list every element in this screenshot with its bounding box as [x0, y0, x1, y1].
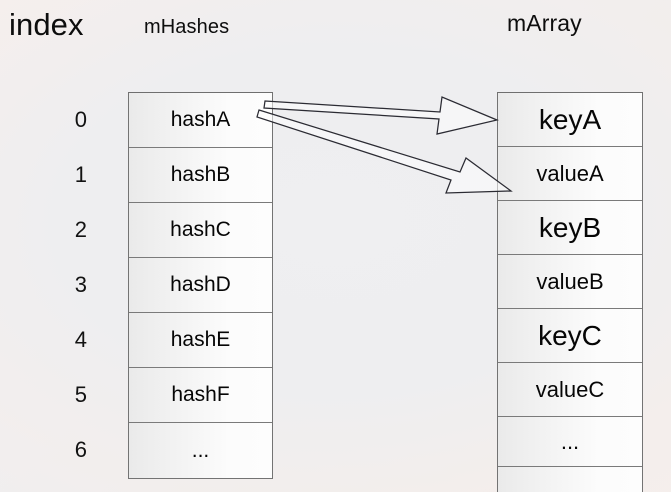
- marray-cell-key: keyB: [498, 201, 642, 255]
- index-label: 4: [74, 326, 87, 352]
- column-heading-index: index: [9, 7, 84, 42]
- marray-cell-key: keyC: [498, 309, 642, 363]
- marray-cell-blank: [498, 467, 642, 492]
- column-heading-marray: mArray: [507, 10, 582, 36]
- marray-cell-value: valueB: [498, 255, 642, 309]
- marray-cell-ellipsis: ...: [498, 417, 642, 467]
- marray-cell-key: keyA: [498, 93, 642, 147]
- mhashes-cell: hashE: [129, 313, 272, 368]
- mhashes-cell: hashD: [129, 258, 272, 313]
- index-label: 6: [74, 436, 87, 462]
- marray-cell-value: valueC: [498, 363, 642, 417]
- index-label: 0: [74, 106, 87, 132]
- mhashes-cell: hashC: [129, 203, 272, 258]
- mhashes-cell: hashF: [129, 368, 272, 423]
- index-label: 3: [74, 271, 87, 297]
- index-column: 0 1 2 3 4 5 6: [20, 92, 88, 478]
- mhashes-cell: hashB: [129, 148, 272, 203]
- arrow-hasha-to-keya: [263, 96, 500, 135]
- arrow-hasha-to-valuea: [256, 109, 513, 194]
- index-label: 2: [74, 216, 87, 242]
- index-label: 5: [74, 381, 87, 407]
- mhashes-cell-ellipsis: ...: [129, 423, 272, 478]
- index-label: 1: [74, 161, 87, 187]
- mhashes-table: hashA hashB hashC hashD hashE hashF ...: [128, 92, 273, 479]
- marray-cell-value: valueA: [498, 147, 642, 201]
- mhashes-cell: hashA: [129, 93, 272, 148]
- column-heading-mhashes: mHashes: [144, 16, 230, 38]
- marray-table: keyA valueA keyB valueB keyC valueC ...: [497, 92, 643, 492]
